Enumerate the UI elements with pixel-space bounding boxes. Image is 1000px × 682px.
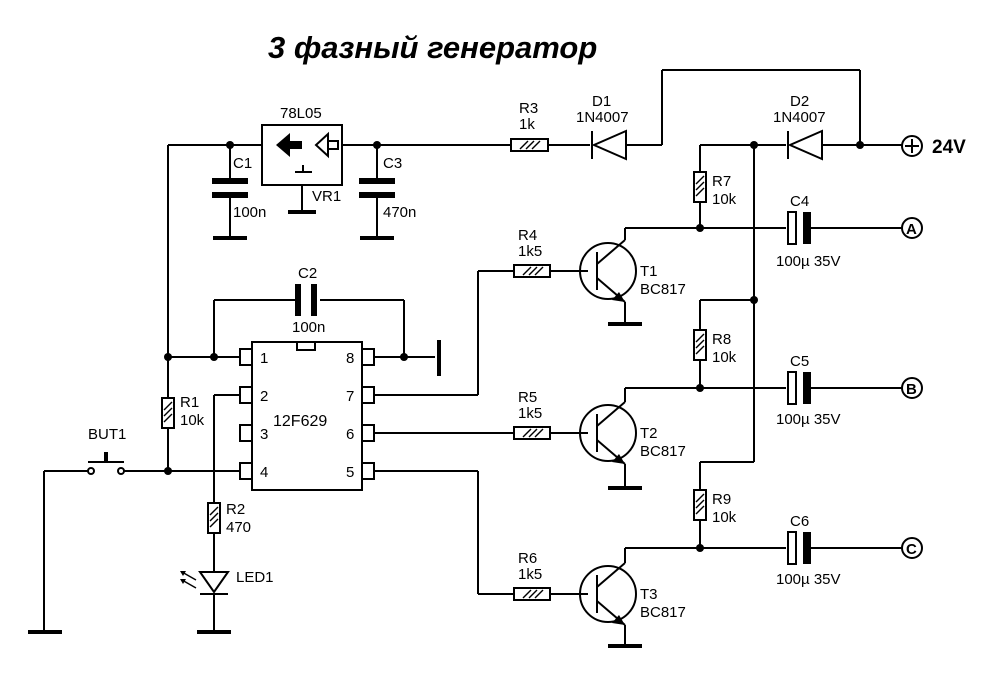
c2-value-label: 100n <box>292 319 325 336</box>
t3-ref-label: T3 <box>640 586 658 603</box>
resistor-r2: R2 470 <box>207 501 251 536</box>
button-but1: BUT1 <box>28 426 126 634</box>
r3-ref-label: R3 <box>519 100 538 117</box>
output-stage-c: R6 1k5 T3 BC817 R9 10k C6 100µ 35V C <box>513 489 923 648</box>
t1-value-label: BC817 <box>640 281 686 298</box>
r5-ref-label: R5 <box>518 389 537 406</box>
r4-value-label: 1k5 <box>518 243 542 260</box>
supply-terminal: 24V <box>901 135 966 158</box>
top-rail-wires <box>168 69 902 490</box>
diode-d1: D1 1N4007 <box>576 93 629 161</box>
r1-ref-label: R1 <box>180 394 199 411</box>
mcu-pin-3: 3 <box>260 426 268 443</box>
junction-dot <box>164 467 172 475</box>
r9-value-label: 10k <box>712 509 737 526</box>
c4-ref-label: C4 <box>790 193 809 210</box>
mcu-name-label: 12F629 <box>273 413 327 430</box>
junction-dot <box>210 353 218 361</box>
d2-value-label: 1N4007 <box>773 109 826 126</box>
capacitor-c3: C3 470n <box>359 145 416 240</box>
c5-ref-label: C5 <box>790 353 809 370</box>
c4-value-label: 100µ 35V <box>776 253 841 270</box>
c2-ref-label: C2 <box>298 265 317 282</box>
r9-ref-label: R9 <box>712 491 731 508</box>
junction-dot <box>164 353 172 361</box>
mcu-pin-2: 2 <box>260 388 268 405</box>
mcu-pin-6: 6 <box>346 426 354 443</box>
r5-value-label: 1k5 <box>518 405 542 422</box>
diode-d2: D2 1N4007 <box>773 93 826 161</box>
r2-value-label: 470 <box>226 519 251 536</box>
c1-ref-label: C1 <box>233 155 252 172</box>
resistor-r3: R3 1k <box>510 100 549 152</box>
r3-value-label: 1k <box>519 116 535 133</box>
regulator-name-label: 78L05 <box>280 105 322 122</box>
r7-value-label: 10k <box>712 191 737 208</box>
junction-dot <box>400 353 408 361</box>
mcu-pin-7: 7 <box>346 388 354 405</box>
mcu-12f629: 12F629 1 2 3 4 5 6 7 8 <box>239 341 375 491</box>
d2-ref-label: D2 <box>790 93 809 110</box>
junction-dot <box>750 296 758 304</box>
led-led1: LED1 <box>180 569 274 634</box>
button-ref-label: BUT1 <box>88 426 126 443</box>
output-stage-b: R5 1k5 T2 BC817 R8 10k C5 100µ 35V B <box>513 329 923 490</box>
mcu-pin-1: 1 <box>260 350 268 367</box>
t2-value-label: BC817 <box>640 443 686 460</box>
mcu-wiring <box>124 145 514 630</box>
t3-value-label: BC817 <box>640 604 686 621</box>
r6-ref-label: R6 <box>518 550 537 567</box>
capacitor-c1: C1 100n <box>212 145 266 240</box>
c6-value-label: 100µ 35V <box>776 571 841 588</box>
junction-dot <box>856 141 864 149</box>
regulator-ref-label: VR1 <box>312 188 341 205</box>
r1-value-label: 10k <box>180 412 205 429</box>
d1-ref-label: D1 <box>592 93 611 110</box>
t2-ref-label: T2 <box>640 425 658 442</box>
junction-dot <box>750 141 758 149</box>
output-b-label: B <box>906 381 917 398</box>
output-stage-a: R4 1k5 T1 BC817 R7 10k C4 100µ 35V A <box>513 171 923 326</box>
c3-value-label: 470n <box>383 204 416 221</box>
supply-voltage-label: 24V <box>932 137 966 158</box>
capacitor-c2: C2 100n <box>292 265 325 336</box>
r7-ref-label: R7 <box>712 173 731 190</box>
resistor-r1: R1 10k <box>161 394 205 429</box>
c3-ref-label: C3 <box>383 155 402 172</box>
mcu-pin-4: 4 <box>260 464 268 481</box>
output-a-label: A <box>906 221 917 238</box>
mcu-pin-5: 5 <box>346 464 354 481</box>
c1-value-label: 100n <box>233 204 266 221</box>
r8-value-label: 10k <box>712 349 737 366</box>
r2-ref-label: R2 <box>226 501 245 518</box>
c6-ref-label: C6 <box>790 513 809 530</box>
led-ref-label: LED1 <box>236 569 274 586</box>
d1-value-label: 1N4007 <box>576 109 629 126</box>
output-c-label: C <box>906 541 917 558</box>
t1-ref-label: T1 <box>640 263 658 280</box>
r6-value-label: 1k5 <box>518 566 542 583</box>
regulator-vr1: 78L05 VR1 <box>261 105 343 214</box>
diagram-title: 3 фазный генератор <box>268 30 597 65</box>
r4-ref-label: R4 <box>518 227 537 244</box>
r8-ref-label: R8 <box>712 331 731 348</box>
c5-value-label: 100µ 35V <box>776 411 841 428</box>
mcu-pin-8: 8 <box>346 350 354 367</box>
